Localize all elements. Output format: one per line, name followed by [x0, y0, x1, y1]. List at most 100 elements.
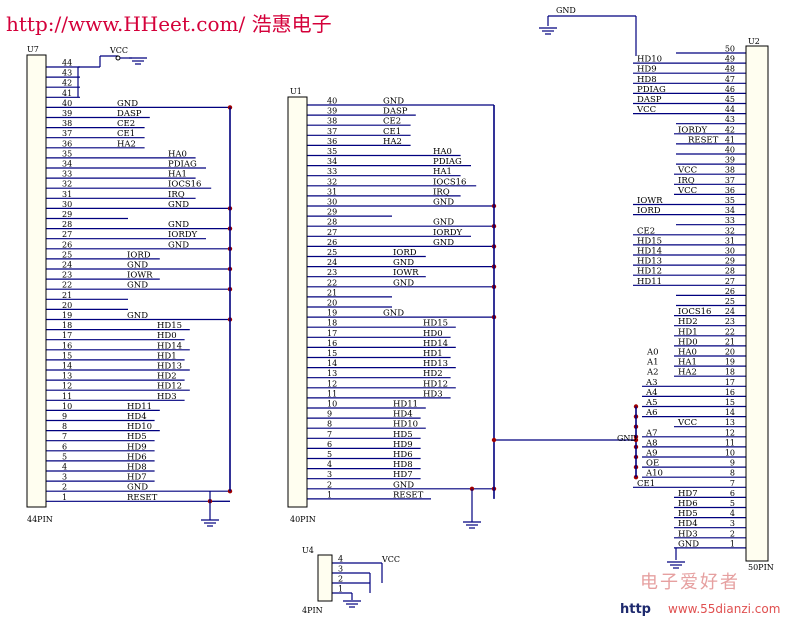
u2-pin-number: 49 [725, 55, 735, 64]
u2-pin-number: 4 [730, 509, 735, 518]
u1-pin-number: 27 [327, 228, 337, 237]
u2-pin-number: 8 [730, 469, 735, 478]
u1-pin-number: 1 [327, 490, 332, 499]
u2-pin-number: 11 [725, 438, 735, 447]
u1-pin-number: 11 [327, 389, 337, 398]
u1-pin-number: 35 [327, 147, 337, 156]
u2-signal-label: CE1 [637, 479, 655, 489]
u7-signal-label: GND [168, 200, 189, 210]
u2-pin-number: 29 [725, 257, 735, 266]
u7-signal-label: HD13 [157, 362, 182, 372]
u2-pin-number: 12 [725, 428, 735, 437]
u1-pin-number: 22 [327, 278, 337, 287]
u1-signal-label: HD5 [393, 430, 413, 440]
u7-signal-label: HD14 [157, 341, 182, 351]
u2-signal-label: VCC [636, 105, 656, 115]
u1-signal-label: GND [393, 278, 414, 288]
u7-signal-label: HD9 [127, 442, 147, 452]
u2-gnd-mid-label: GND [617, 434, 637, 443]
u2-signal-label: VCC [677, 166, 697, 176]
u2-pin-number: 20 [725, 348, 735, 357]
u2-pin-number: 42 [725, 125, 735, 134]
u7-pin-number: 5 [62, 452, 67, 461]
u2-signal-label: HD6 [678, 499, 698, 509]
u1-pin-number: 2 [327, 480, 332, 489]
u1-part: 40PIN [290, 515, 316, 524]
ground-symbol [343, 600, 361, 608]
u7-signal-label: HD15 [157, 321, 182, 331]
u1-pin-number: 36 [327, 137, 337, 146]
u7-signal-label: HA0 [168, 149, 187, 159]
u1-pin-number: 33 [327, 167, 337, 176]
u2-signal-label: HD9 [637, 65, 657, 75]
u2-pin-number: 32 [725, 226, 735, 235]
u2-part: 50PIN [748, 563, 774, 572]
u2-pin-number: 34 [725, 206, 735, 215]
u7-signal-label: HD2 [157, 372, 177, 382]
u7-signal-label: HA2 [117, 139, 136, 149]
u4-vcc-label: VCC [381, 555, 400, 564]
u7-signal-label: IRQ [168, 190, 185, 200]
u7-pin-number: 26 [62, 240, 72, 249]
u2-pin-number: 30 [725, 247, 735, 256]
u4-pin-number: 1 [338, 585, 343, 594]
u7-pin-number: 42 [62, 79, 72, 88]
u2-signal-label: IORD [637, 206, 661, 216]
u2-signal-label: A6 [645, 408, 658, 418]
u2-pin-number: 48 [725, 65, 735, 74]
u7-pin-number: 39 [62, 109, 72, 118]
u7-pin-number: 13 [62, 372, 72, 381]
u2-pin-number: 10 [725, 449, 735, 458]
u1-pin-number: 28 [327, 218, 337, 227]
u4-part: 4PIN [302, 606, 323, 615]
u2-pin-number: 1 [730, 539, 735, 548]
u1-signal-label: GND [433, 238, 454, 248]
u2-pin-number: 22 [725, 327, 735, 336]
u1-signal-label: HD3 [423, 389, 443, 399]
u1-signal-label: CE1 [383, 127, 401, 137]
u1-pin-number: 31 [327, 187, 337, 196]
u1-ref: U1 [290, 87, 302, 96]
u7-signal-label: IORD [127, 250, 151, 260]
u7-signal-label: HD3 [157, 392, 177, 402]
u2-pin-number: 38 [725, 166, 735, 175]
u7-signal-label: GND [127, 261, 148, 271]
u1-signal-label: IORD [393, 248, 417, 258]
u2-signal-label: A4 [645, 388, 658, 398]
u2-pin-number: 14 [725, 408, 735, 417]
u7-signal-label: HD10 [127, 422, 152, 432]
u7-pin-number: 30 [62, 200, 72, 209]
u7-pin-number: 31 [62, 190, 72, 199]
watermark-url: www.55dianzi.com [668, 602, 780, 616]
u1-pin-number: 26 [327, 238, 337, 247]
u1-pin-number: 19 [327, 309, 337, 318]
ground-symbol [667, 561, 685, 569]
u1-signal-label: HD15 [423, 319, 448, 329]
u7-signal-label: PDIAG [168, 160, 197, 170]
u2-signal-label: HD8 [637, 75, 657, 85]
u2-signal-label: GND [678, 539, 699, 549]
u2-signal-label: IOWR [637, 196, 663, 206]
u4-pin-number: 4 [338, 555, 343, 564]
u7-signal-label: CE1 [117, 129, 135, 139]
u2-signal-label: HA0 [678, 348, 697, 358]
u1-signal-label: HD14 [423, 339, 448, 349]
u1-signal-label: HD0 [423, 329, 443, 339]
u7-pin-number: 21 [62, 291, 72, 300]
u2-pin-number: 33 [725, 216, 735, 225]
u2-pin-number: 47 [725, 75, 735, 84]
u2-addr-label: A0 [646, 348, 659, 358]
u2-pin-number: 45 [725, 95, 735, 104]
u2-pin-number: 27 [725, 277, 735, 286]
u2-signal-label: HA2 [678, 368, 697, 378]
u2-signal-label: HD4 [678, 519, 698, 529]
u7-vcc-label: VCC [109, 46, 128, 55]
u2-pin-number: 43 [725, 115, 735, 124]
u1-signal-label: HA0 [433, 147, 452, 157]
u2-addr-label: A1 [646, 358, 659, 368]
u1-connector-body [287, 96, 308, 508]
u1-signal-label: IOCS16 [433, 177, 466, 187]
u7-signal-label: IORDY [168, 230, 198, 240]
u2-signal-label: A9 [645, 449, 658, 459]
